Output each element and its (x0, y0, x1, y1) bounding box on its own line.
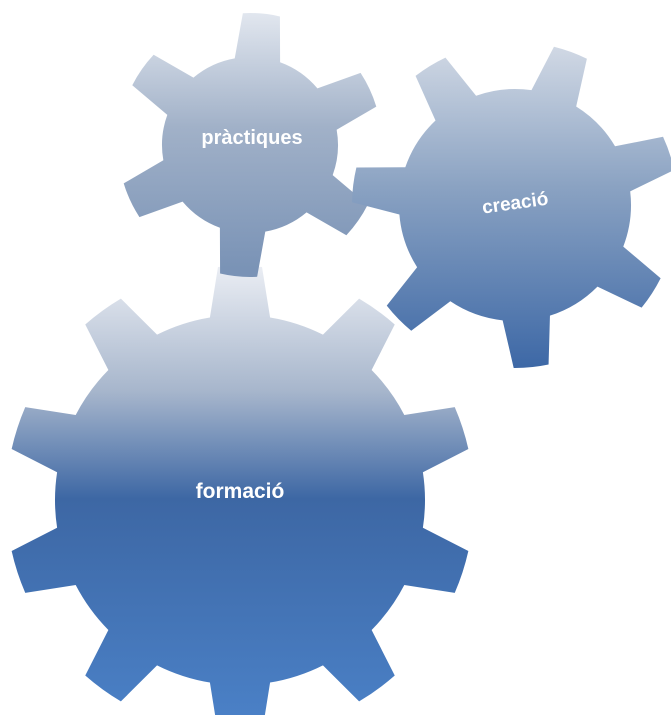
gear-formacio: formació (11, 266, 469, 715)
gear-label-practiques: pràctiques (201, 127, 302, 149)
gear-shape-practiques (123, 12, 377, 278)
gear-shape-creacio (352, 46, 671, 368)
gear-practiques: pràctiques (123, 12, 377, 278)
gear-label-formacio: formació (196, 480, 285, 503)
gear-shape-formacio (11, 266, 469, 715)
gear-creacio: creació (352, 46, 671, 368)
